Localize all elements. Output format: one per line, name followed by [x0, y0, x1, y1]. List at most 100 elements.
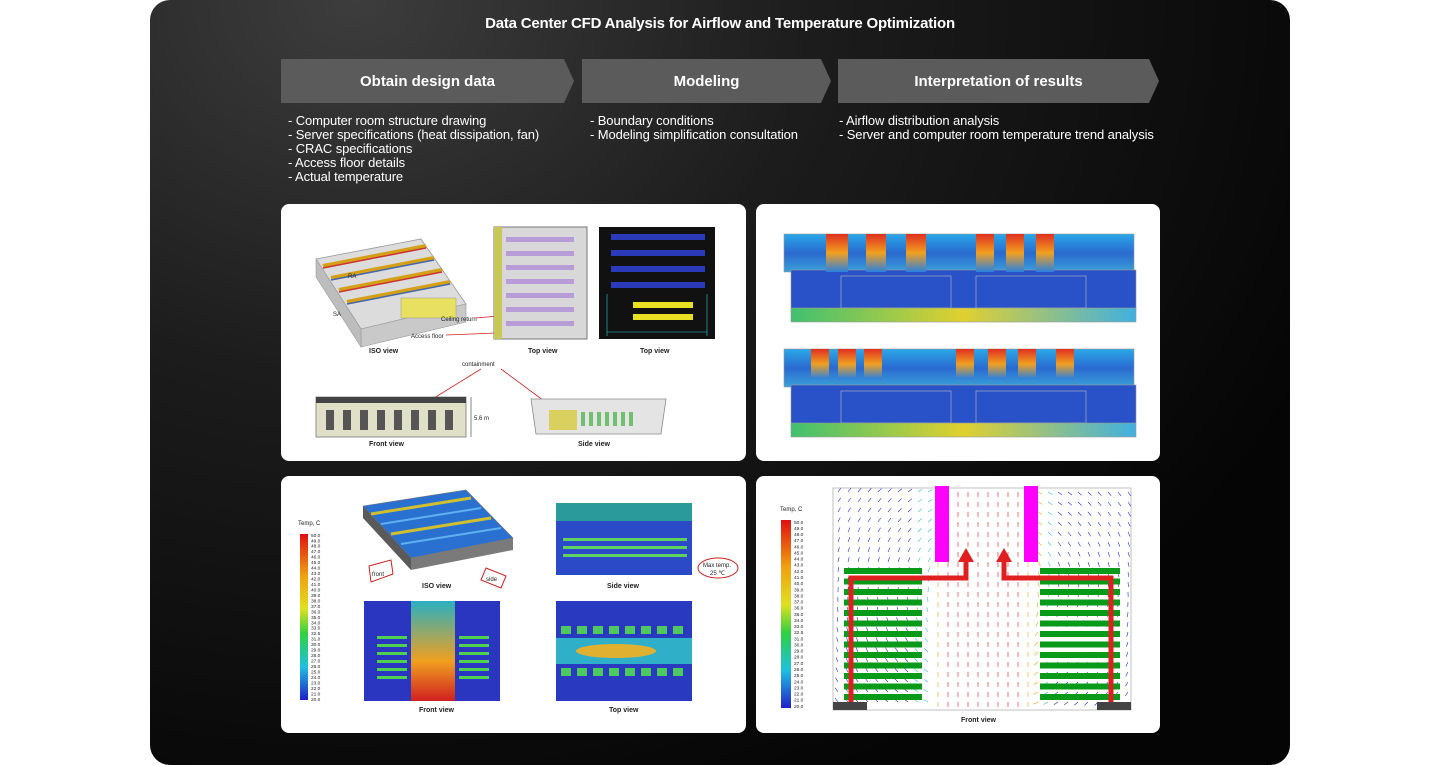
iso-view-label: ISO view: [422, 583, 452, 590]
list-item: - Access floor details: [288, 155, 406, 170]
legend-value: 40.0: [311, 587, 321, 593]
vector-arrow: [857, 537, 861, 543]
iso-temperature-model: front side: [362, 489, 514, 589]
front-view-label: Front view: [369, 441, 405, 448]
vector-arrow: [1077, 561, 1081, 567]
vector-arrow: [1037, 551, 1042, 557]
front-view-label: Front view: [961, 717, 997, 724]
vector-arrow: [857, 487, 862, 493]
legend-value: 33.0: [311, 626, 321, 632]
vector-arrow: [867, 517, 871, 523]
list-item: - Server and computer room temperature t…: [839, 127, 1154, 142]
front-view-label: Front view: [419, 707, 455, 714]
vector-arrow: [867, 497, 872, 503]
containment-label: containment: [462, 362, 495, 368]
vector-arrow: [1047, 491, 1053, 495]
vector-arrow: [907, 518, 912, 523]
vector-arrow: [1057, 551, 1061, 557]
vector-arrow: [887, 488, 892, 493]
airflow-arrow-left: [958, 548, 974, 562]
vector-arrow: [1037, 541, 1042, 546]
vector-arrow: [885, 647, 889, 653]
vector-arrow: [1127, 511, 1131, 517]
vector-arrow: [1057, 561, 1061, 567]
legend-value: 33.0: [794, 624, 804, 630]
vector-arrow: [907, 508, 912, 513]
vector-arrow: [847, 497, 852, 503]
vector-arrow: [1057, 531, 1062, 536]
vector-arrow: [1127, 491, 1132, 497]
vector-arrow: [857, 517, 861, 523]
vector-arrow: [1037, 581, 1040, 587]
list-item: - CRAC specifications: [288, 141, 413, 156]
vector-arrow: [865, 637, 869, 643]
vector-arrow: [1117, 531, 1121, 537]
vector-arrow: [1107, 561, 1110, 567]
page-title: Data Center CFD Analysis for Airflow and…: [485, 15, 955, 32]
server-rack: [844, 694, 922, 700]
vector-arrow: [877, 498, 882, 503]
vector-arrow: [837, 497, 841, 503]
legend-value: 24.0: [311, 675, 321, 681]
vector-arrow: [1097, 501, 1102, 507]
server-rack: [844, 673, 922, 679]
vector-arrow: [895, 637, 899, 643]
panel-cfd-contours: [756, 204, 1160, 461]
vector-arrow: [1117, 511, 1121, 517]
vector-arrow: [907, 537, 912, 543]
vector-arrow: [837, 487, 842, 493]
vector-arrow: [895, 647, 899, 653]
vector-arrow: [847, 487, 852, 493]
vector-arrow: [907, 547, 911, 553]
step-label: Modeling: [673, 72, 740, 90]
legend-value: 37.0: [794, 600, 804, 606]
vector-arrow: [1037, 531, 1043, 536]
temperature-legend-values: 50.049.048.047.046.045.044.043.042.041.0…: [311, 533, 321, 703]
vector-arrow: [845, 647, 849, 653]
list-item: - Actual temperature: [288, 169, 404, 184]
top-view-1-label: Top view: [528, 348, 558, 355]
legend-value: 34.0: [311, 620, 321, 626]
vector-arrow: [917, 498, 923, 503]
vector-arrow: [917, 547, 921, 553]
step-obtain-design-data-list: - Computer room structure drawing - Serv…: [288, 114, 539, 184]
vector-arrow: [1037, 561, 1041, 567]
airflow-vector-image: Temp, C 50.049.048.047.046.045.044.043.0…: [780, 486, 1132, 724]
vector-arrow: [1077, 531, 1082, 537]
vector-arrow: [1033, 671, 1039, 676]
main-frame: Data Center CFD Analysis for Airflow and…: [150, 0, 1290, 765]
vector-arrow: [847, 517, 851, 523]
vector-arrow: [927, 547, 932, 553]
vector-arrow: [857, 507, 861, 513]
legend-value: 36.0: [794, 606, 804, 612]
vector-arrow: [1125, 681, 1129, 687]
legend-value: 30.0: [794, 642, 804, 648]
server-rack: [844, 631, 922, 637]
vector-arrow: [1097, 511, 1102, 517]
vector-arrow: [927, 538, 932, 543]
vector-arrow: [1047, 541, 1052, 546]
vector-arrow: [927, 499, 933, 503]
vector-arrow: [925, 617, 929, 623]
vector-arrow: [856, 637, 859, 643]
vector-arrow: [1097, 521, 1102, 527]
vector-arrow: [1057, 541, 1062, 547]
vector-arrow: [855, 647, 859, 653]
vector-arrow: [847, 537, 851, 543]
vector-arrow: [1037, 601, 1039, 608]
server-rack: [844, 683, 922, 690]
vector-arrow: [1107, 511, 1112, 517]
vector-arrow: [897, 547, 901, 553]
vector-arrow: [913, 678, 919, 683]
vector-arrow: [1097, 551, 1101, 557]
vector-arrow: [875, 647, 879, 653]
server-rack: [844, 662, 922, 669]
vector-arrow: [845, 657, 849, 663]
temperature-legend-values: 50.049.048.047.046.045.044.043.042.041.0…: [794, 520, 804, 710]
vector-arrow: [836, 627, 839, 633]
vector-arrow: [835, 657, 839, 663]
airflow-path-left: [848, 558, 969, 704]
vector-arrow: [923, 689, 929, 693]
vector-arrow: [1067, 531, 1072, 537]
vector-arrow: [837, 547, 840, 553]
